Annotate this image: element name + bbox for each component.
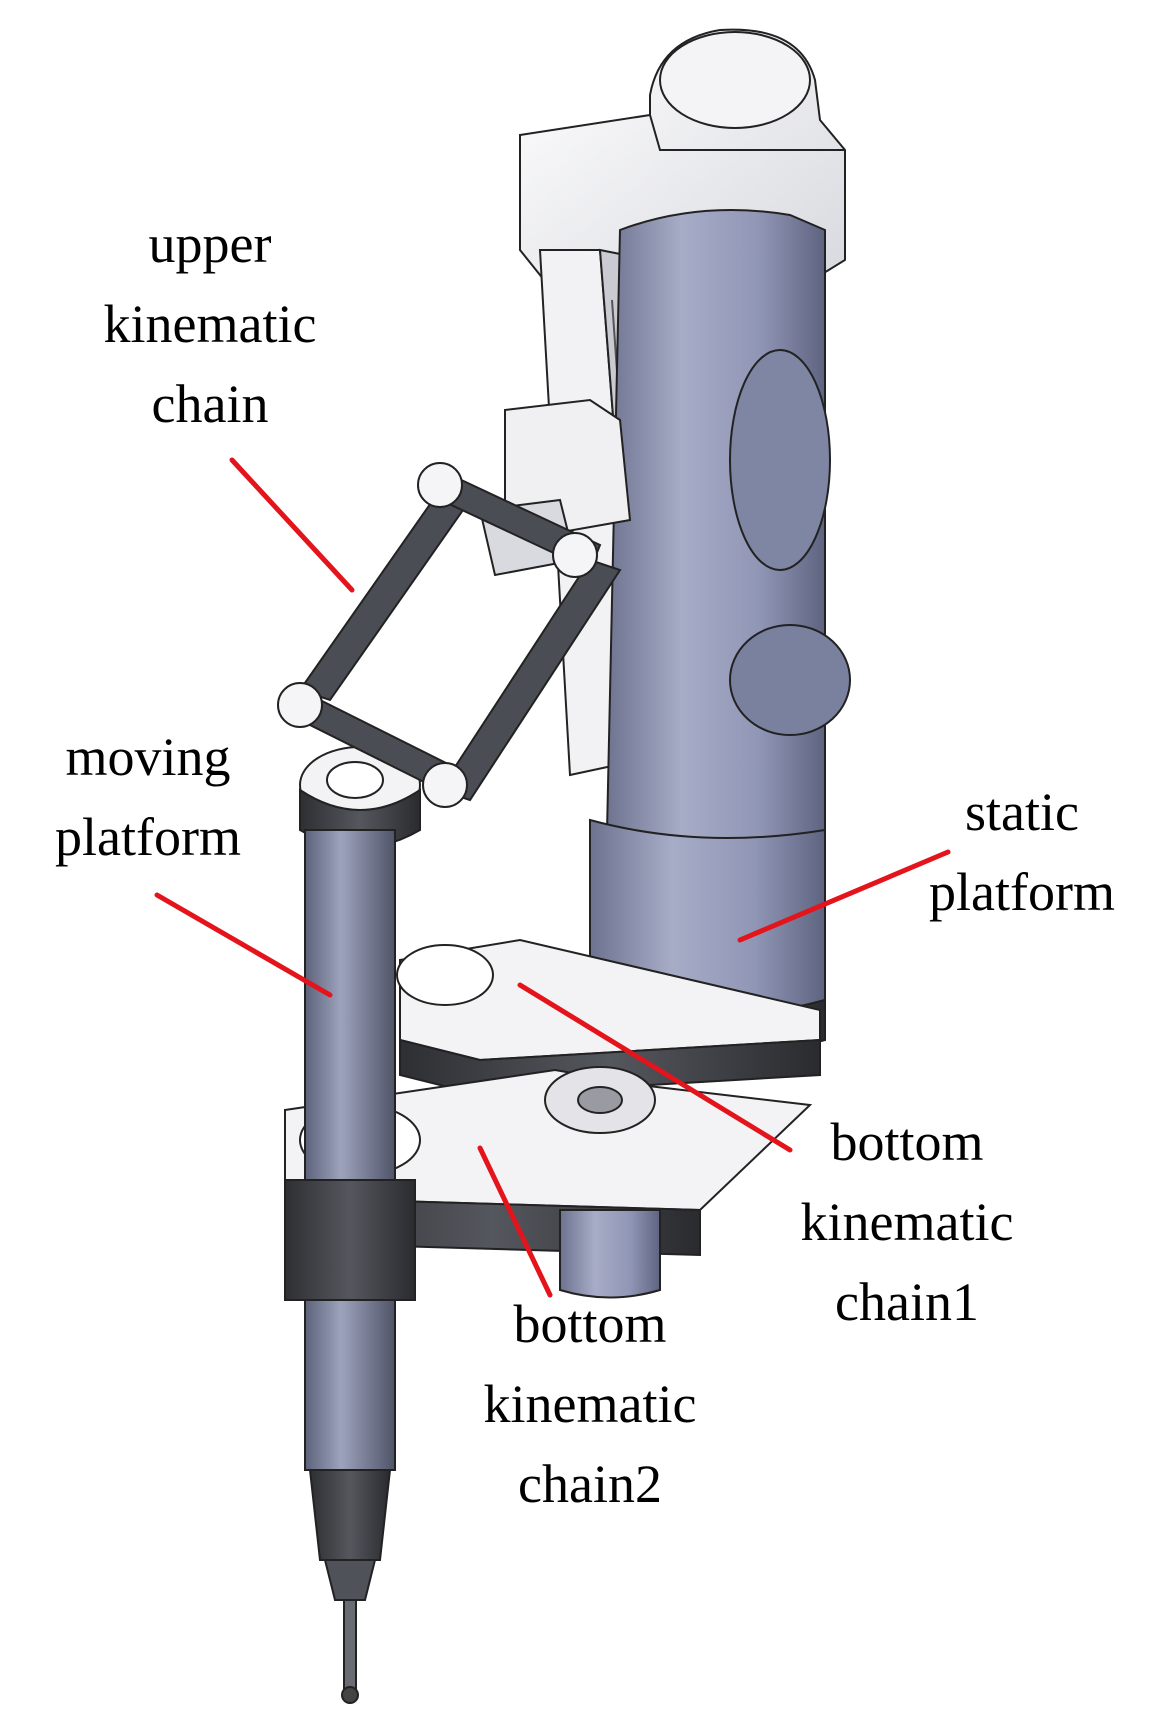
label-bottom-kinematic-chain1: bottom kinematic chain1 bbox=[801, 1112, 1014, 1332]
leader-bottom-kinematic-chain2 bbox=[477, 1145, 553, 1298]
label-line: chain bbox=[152, 374, 269, 434]
label-static-platform: static platform bbox=[929, 782, 1115, 922]
leader-upper-kinematic-chain bbox=[229, 457, 355, 593]
label-bottom-kinematic-chain2: bottom kinematic chain2 bbox=[484, 1294, 697, 1514]
upper-kinematic-chain-linkage bbox=[277, 398, 632, 808]
label-line: bottom bbox=[830, 1112, 983, 1172]
label-line: bottom bbox=[513, 1294, 666, 1354]
label-line: platform bbox=[929, 862, 1115, 922]
label-line: kinematic bbox=[484, 1374, 697, 1434]
label-line: platform bbox=[55, 807, 241, 867]
leader-static-platform bbox=[737, 849, 951, 943]
label-moving-platform: moving platform bbox=[55, 727, 241, 867]
label-line: moving bbox=[65, 727, 230, 787]
label-line: upper bbox=[149, 214, 272, 274]
label-line: chain1 bbox=[835, 1272, 979, 1332]
label-line: kinematic bbox=[801, 1192, 1014, 1252]
leader-bottom-kinematic-chain1 bbox=[517, 982, 793, 1153]
leader-lines bbox=[154, 457, 951, 1298]
moving-platform-rod bbox=[284, 746, 421, 1704]
label-upper-kinematic-chain: upper kinematic chain bbox=[104, 214, 317, 434]
label-line: kinematic bbox=[104, 294, 317, 354]
label-line: chain2 bbox=[518, 1454, 662, 1514]
leader-moving-platform bbox=[154, 892, 333, 998]
label-line: static bbox=[965, 782, 1079, 842]
